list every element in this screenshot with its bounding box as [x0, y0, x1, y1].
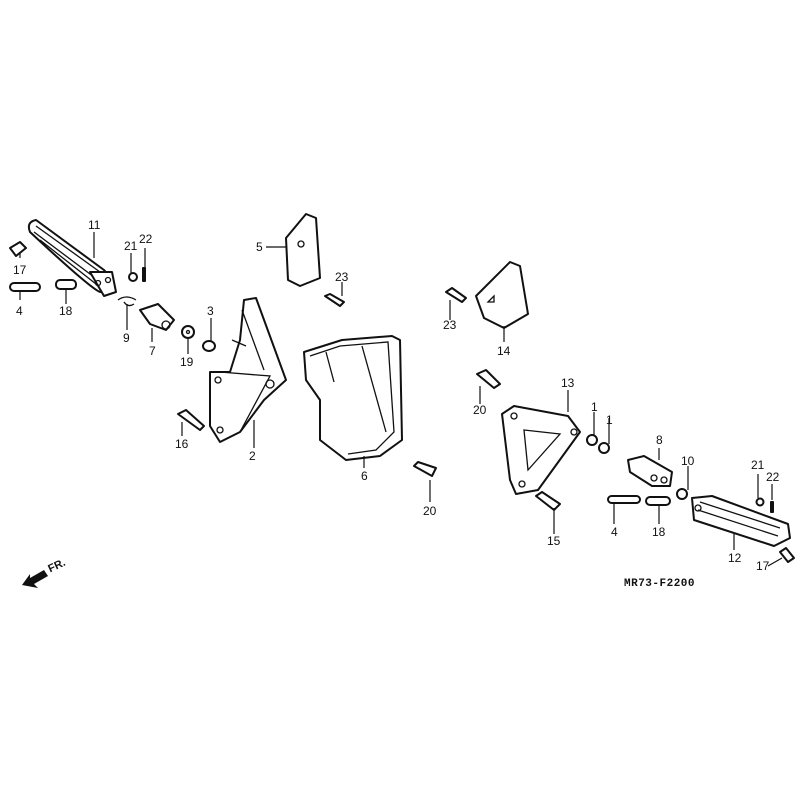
callout-18: 18 — [59, 304, 73, 318]
washer-21-right — [755, 497, 765, 507]
callout-23: 23 — [443, 318, 457, 332]
callout-7: 7 — [149, 344, 156, 358]
callout-19: 19 — [180, 355, 194, 369]
callout-21: 21 — [124, 239, 138, 253]
callout-3: 3 — [207, 304, 214, 318]
callout-5: 5 — [256, 240, 263, 254]
heel-guard — [303, 335, 403, 461]
callout-6: 6 — [361, 469, 368, 483]
collar-right — [645, 496, 671, 506]
cotter-22-right — [770, 501, 774, 513]
callout-2: 2 — [249, 449, 256, 463]
callout-11: 11 — [88, 218, 101, 232]
callout-20: 20 — [423, 504, 437, 518]
washer-3 — [202, 340, 216, 352]
pin-left — [9, 282, 41, 292]
bolt-23-right — [445, 287, 467, 303]
holder-left — [139, 303, 175, 331]
spring-left — [117, 296, 137, 307]
diagram-code: MR73-F2200 — [624, 578, 696, 590]
bracket-right — [501, 405, 581, 495]
callout-14: 14 — [497, 344, 511, 358]
bolt-16 — [177, 409, 205, 431]
washer-1a — [586, 434, 598, 446]
callout-13: 13 — [561, 376, 575, 390]
rubber-tip-right — [779, 547, 795, 563]
bracket-left — [209, 297, 287, 443]
callout-1: 1 — [606, 413, 613, 427]
callout-17: 17 — [756, 559, 770, 573]
callout-8: 8 — [656, 433, 663, 447]
bolt-15 — [535, 491, 561, 511]
collar-left — [55, 279, 77, 290]
spring-right — [676, 488, 688, 500]
front-arrow-icon — [22, 570, 48, 588]
callout-10: 10 — [681, 454, 695, 468]
callout-20: 20 — [473, 403, 487, 417]
callout-9: 9 — [123, 331, 130, 345]
pin-right — [607, 495, 641, 504]
bolt-20-right — [476, 369, 501, 389]
washer-1b — [598, 442, 610, 454]
callout-17: 17 — [13, 263, 27, 277]
callout-1: 1 — [591, 400, 598, 414]
callout-22: 22 — [139, 232, 153, 246]
callout-4: 4 — [16, 304, 23, 318]
callout-22: 22 — [766, 470, 780, 484]
plate-5 — [285, 213, 321, 287]
callout-23: 23 — [335, 270, 349, 284]
callout-12: 12 — [728, 551, 742, 565]
bolt-23-left — [324, 293, 345, 307]
callout-15: 15 — [547, 534, 561, 548]
plate-14 — [475, 261, 529, 329]
footpeg-left — [27, 219, 117, 297]
bolt-20-left — [413, 461, 437, 477]
washer-19 — [181, 325, 195, 339]
cotter-22-left — [142, 267, 146, 282]
rubber-tip-left — [9, 241, 27, 257]
callout-16: 16 — [175, 437, 189, 451]
callout-21: 21 — [751, 458, 765, 472]
washer-21-left — [128, 272, 138, 282]
leader-lines — [19, 232, 783, 567]
callout-4: 4 — [611, 525, 618, 539]
holder-right — [627, 455, 673, 487]
callout-18: 18 — [652, 525, 666, 539]
footpeg-right — [691, 495, 791, 547]
